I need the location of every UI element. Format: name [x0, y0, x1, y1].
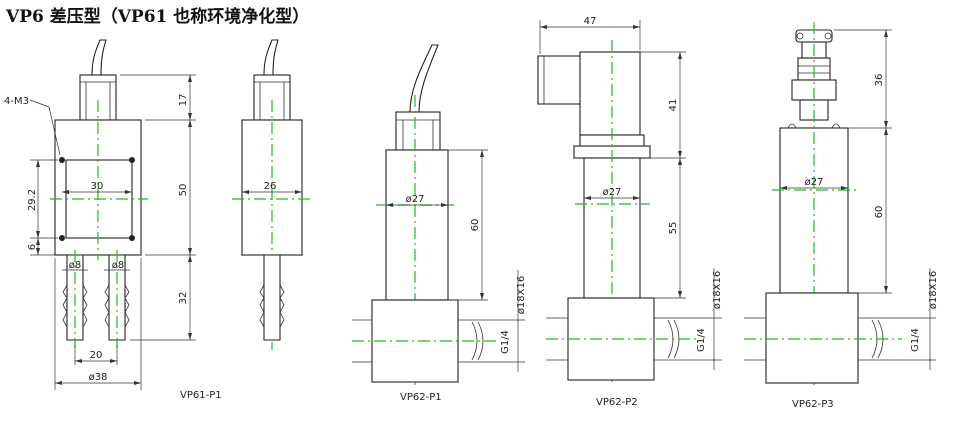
vp62-p3-diameter-dim: ø27	[805, 177, 824, 188]
vp61-width-dim: ø38	[89, 372, 108, 383]
vp62-p3-height-dim: 60	[874, 206, 885, 219]
vp62-p1-label: VP62-P1	[400, 392, 442, 403]
vp62-p2-connector-dim: 41	[668, 99, 679, 112]
vp62-p3-connector-dim: 36	[874, 74, 885, 87]
vp62-p1-height-dim: 60	[470, 219, 481, 232]
view-vp61-p1-front: 4-M3 17 50 32 29.2 6 30 ø8 ø8 20 ø38 VP6…	[4, 39, 222, 401]
view-vp61-side: 26	[232, 39, 312, 350]
vp61-thread-label: 4-M3	[4, 96, 29, 107]
vp61-p1-label: VP61-P1	[180, 390, 222, 401]
vp61-port-pitch-dim: 20	[90, 350, 103, 361]
vp61-tube-dim: 32	[178, 292, 189, 305]
vp61-side-diameter-dim: 26	[264, 181, 277, 192]
page-title: VP6 差压型（VP61 也称环境净化型）	[6, 7, 310, 27]
vp62-p2-width-dim: 47	[584, 16, 597, 27]
vp62-p2-label: VP62-P2	[596, 397, 638, 408]
vp62-p3-label: VP62-P3	[792, 399, 834, 410]
vp62-p2-height-dim: 55	[668, 222, 679, 235]
vp62-p1-thread-dim: G1/4	[500, 330, 511, 354]
view-vp62-p2: 47 41 ø27 55 ø18X16 G1/4 VP62-P2	[537, 16, 723, 408]
vp62-p3-thread-dim: G1/4	[910, 328, 921, 352]
vp62-p3-base-dim: ø18X16	[928, 271, 939, 309]
vp62-p1-base-dim: ø18X16	[516, 276, 527, 314]
vp61-port1-dim: ø8	[69, 260, 81, 271]
vp62-p2-base-dim: ø18X16	[712, 271, 723, 309]
vp62-p2-thread-dim: G1/4	[696, 328, 707, 352]
vp61-height-dim: 50	[178, 184, 189, 197]
view-vp62-p3: 36 ø27 60 ø18X16 G1/4 VP62-P3	[744, 22, 939, 410]
vp61-edge-dim: 6	[27, 244, 38, 250]
vp62-p1-diameter-dim: ø27	[406, 194, 425, 205]
vp61-hole-pitch-h-dim: 30	[91, 181, 104, 192]
vp62-p2-diameter-dim: ø27	[603, 187, 622, 198]
vp61-hole-pitch-v-dim: 29.2	[27, 189, 38, 211]
vp61-port2-dim: ø8	[112, 260, 124, 271]
view-vp62-p1: ø27 60 ø18X16 G1/4 VP62-P1	[352, 44, 527, 403]
vp61-cable-dim: 17	[178, 94, 189, 107]
